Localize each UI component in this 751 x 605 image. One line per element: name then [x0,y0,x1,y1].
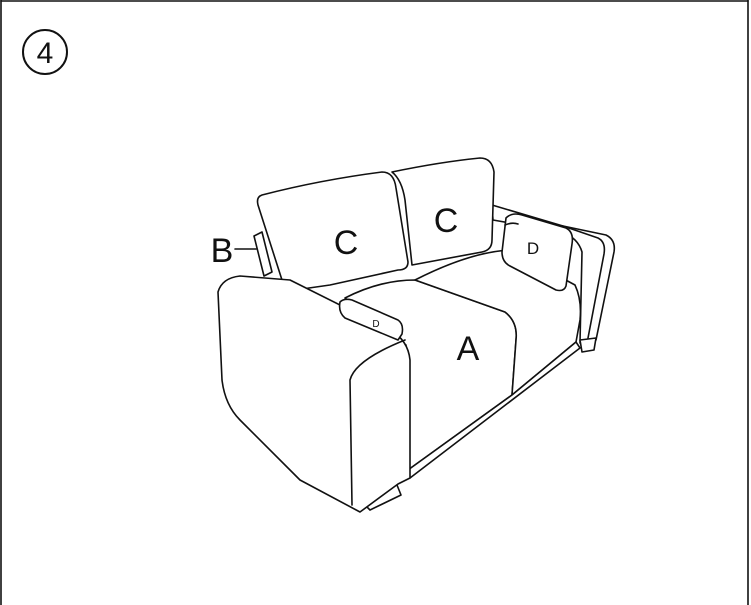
back-cushion-left [256,171,409,291]
sofa [217,157,616,513]
step-number-badge: 4 [22,29,68,75]
label-pillow-right: D [527,239,539,258]
label-seat-cushion: A [457,330,480,368]
label-back-cushion-left: C [334,224,359,262]
step-number-circle [22,29,68,75]
step-number: 4 [37,37,54,70]
back-cushion-right [391,157,495,266]
label-pillow-left: D [372,319,379,330]
pillow-right [501,213,574,292]
label-backrest-bracket: B [211,232,234,270]
backrest-bracket [234,231,273,277]
pillow-left [338,298,404,341]
right-armrest [491,204,616,353]
label-back-cushion-right: C [434,202,459,240]
part-labels: A B C C D D [211,202,539,368]
left-armrest [217,275,411,513]
